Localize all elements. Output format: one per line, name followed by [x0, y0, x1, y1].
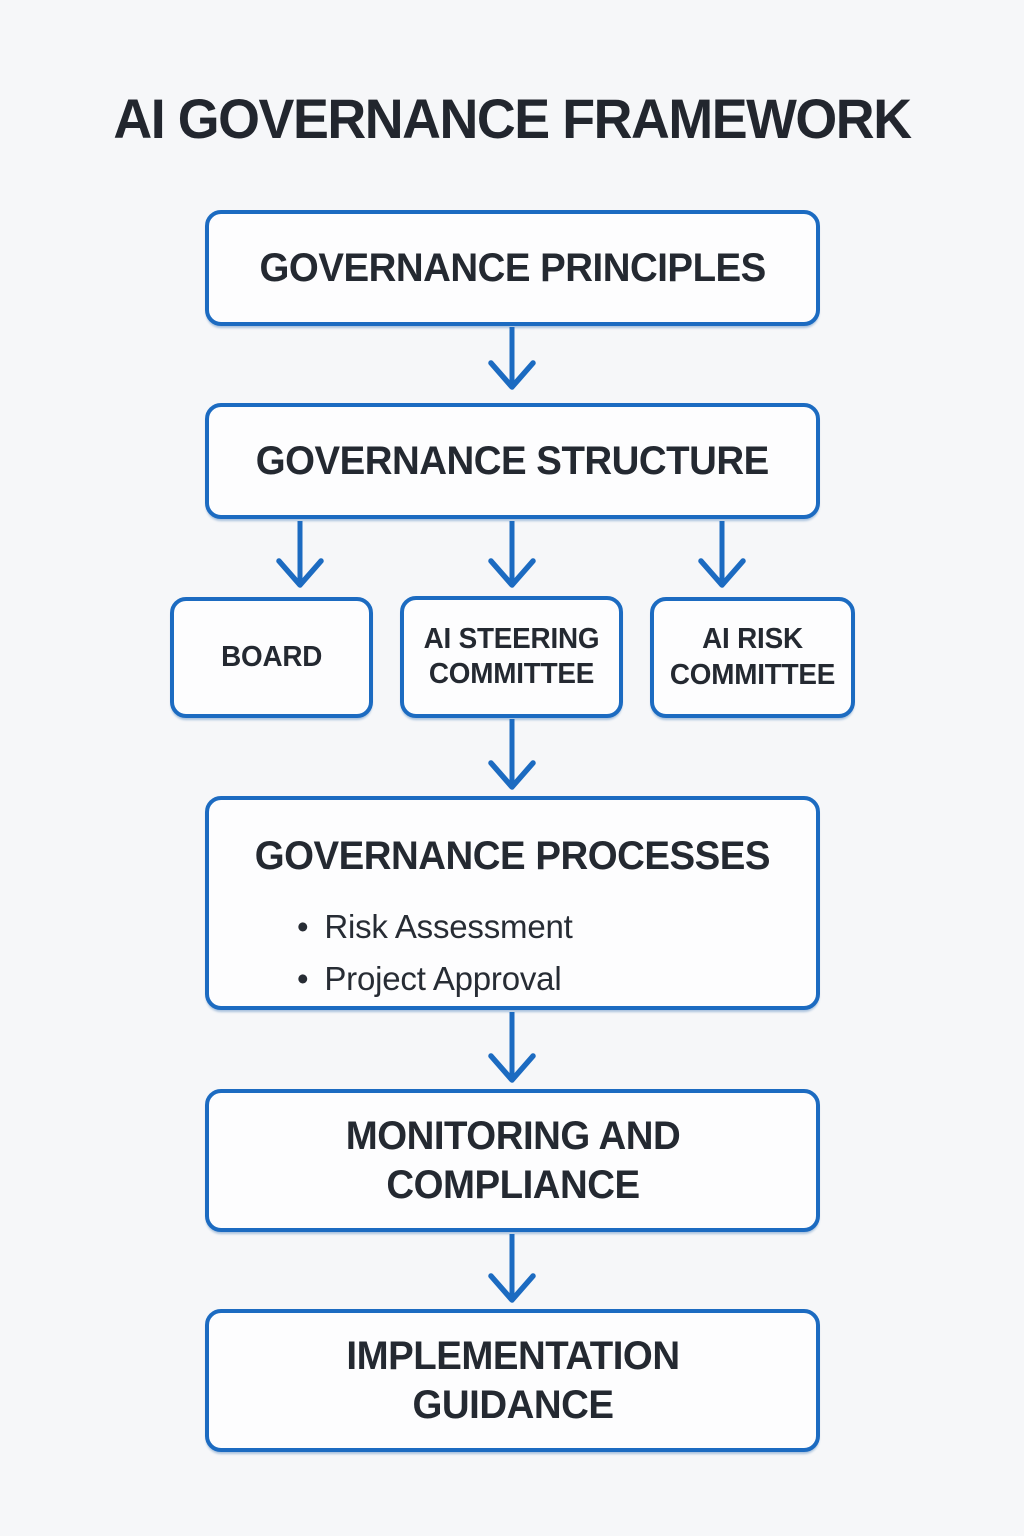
node-governance-principles: GOVERNANCE PRINCIPLES: [205, 210, 820, 326]
node-label: AI RISK COMMITTEE: [669, 623, 836, 691]
arrow-down-icon: [484, 521, 540, 591]
arrow-down-icon: [484, 1012, 540, 1086]
node-board: BOARD: [170, 597, 373, 718]
node-governance-structure: GOVERNANCE STRUCTURE: [205, 403, 820, 519]
node-label: GOVERNANCE PROCESSES: [254, 834, 771, 878]
node-ai-steering-committee: AI STEERING COMMITTEE: [400, 596, 623, 718]
node-label: AI STEERING COMMITTEE: [423, 622, 600, 690]
node-label: IMPLEMENTATION GUIDANCE: [345, 1333, 680, 1427]
page-title: AI GOVERNANCE FRAMEWORK: [113, 87, 912, 150]
node-label: MONITORING AND COMPLIANCE: [345, 1113, 680, 1207]
arrow-down-icon: [484, 327, 540, 393]
node-label: BOARD: [220, 640, 323, 673]
node-monitoring-and-compliance: MONITORING AND COMPLIANCE: [205, 1089, 820, 1232]
node-label: GOVERNANCE STRUCTURE: [255, 438, 770, 483]
node-label: GOVERNANCE PRINCIPLES: [259, 245, 766, 290]
bullet-item: Project Approval: [297, 953, 573, 1005]
arrow-down-icon: [272, 521, 328, 591]
processes-bullet-list: Risk Assessment Project Approval: [297, 901, 573, 1005]
arrow-down-icon: [484, 719, 540, 793]
arrow-down-icon: [694, 521, 750, 591]
node-ai-risk-committee: AI RISK COMMITTEE: [650, 597, 855, 718]
node-implementation-guidance: IMPLEMENTATION GUIDANCE: [205, 1309, 820, 1452]
node-governance-processes: GOVERNANCE PROCESSES Risk Assessment Pro…: [205, 796, 820, 1010]
arrow-down-icon: [484, 1234, 540, 1306]
bullet-item: Risk Assessment: [297, 901, 572, 953]
